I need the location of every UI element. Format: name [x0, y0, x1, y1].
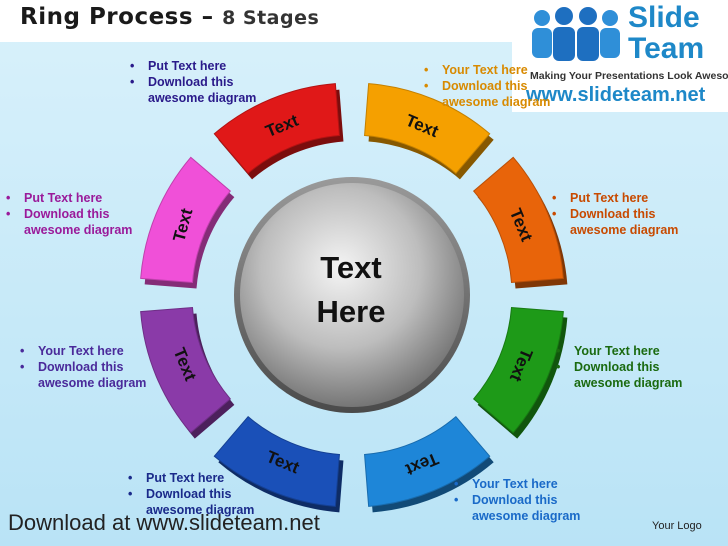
callout-line: Download this: [552, 359, 682, 375]
callout-line: awesome diagram: [24, 223, 133, 237]
your-logo-text: Your Logo: [652, 520, 702, 532]
footer-download-text: Download at www.slideteam.net: [8, 510, 320, 535]
center-text-line-1: Text: [320, 250, 382, 285]
hub-center: [240, 183, 464, 407]
callout-line: Put Text here: [124, 470, 254, 486]
ring-segment-2: [364, 83, 491, 175]
callout-line: awesome diagram: [146, 503, 255, 517]
title-dash: –: [193, 4, 223, 30]
ring-segment-6: [213, 415, 340, 507]
logo-line-1: Slide: [628, 1, 700, 34]
callout-line: Download this: [450, 492, 580, 508]
callout-line: awesome diagram: [442, 95, 551, 109]
callout-line: Put Text here: [2, 190, 132, 206]
title-sub: 8 Stages: [222, 7, 320, 29]
logo-url: www.slideteam.net: [526, 84, 706, 106]
slide-title: Ring Process – 8 Stages: [20, 4, 319, 30]
logo-tagline: Making Your Presentations Look Awesome: [530, 70, 728, 82]
callout-line: Download this: [548, 206, 678, 222]
callout-line: awesome diagram: [38, 376, 147, 390]
ring-segment-3: [472, 156, 564, 283]
title-main: Ring Process: [20, 4, 194, 30]
logo-line-2: Team: [628, 32, 705, 65]
callout-line: Your Text here: [450, 476, 580, 492]
ring-segment-1: [213, 83, 340, 175]
ring-segment-8: [140, 156, 232, 283]
callout-line: Put Text here: [548, 190, 678, 206]
callout-line: awesome diagram: [574, 376, 683, 390]
callout-line: Download this: [420, 78, 550, 94]
callout-line: Your Text here: [420, 62, 550, 78]
ring-segment-7: [140, 307, 232, 434]
callout-line: Download this: [124, 486, 254, 502]
callout-line: Download this: [2, 206, 132, 222]
callout-line: Download this: [126, 74, 256, 90]
callout-line: Put Text here: [126, 58, 256, 74]
callout-line: Download this: [16, 359, 146, 375]
callout-line: awesome diagram: [570, 223, 679, 237]
center-text: Text Here: [296, 246, 406, 334]
center-text-line-2: Here: [316, 294, 386, 329]
callout-line: awesome diagram: [472, 509, 581, 523]
callout-line: Your Text here: [16, 343, 146, 359]
callout-line: Your Text here: [552, 343, 682, 359]
callout-line: awesome diagram: [148, 91, 257, 105]
people-logo-icon: [532, 7, 620, 61]
